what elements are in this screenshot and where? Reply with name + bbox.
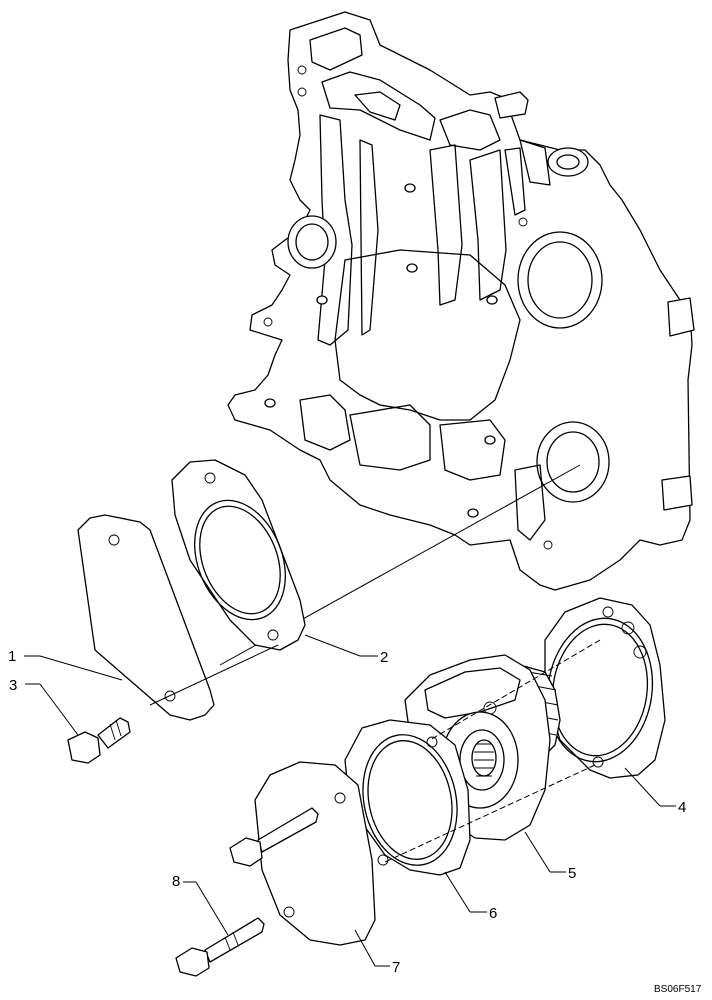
- callout-7: 7: [392, 959, 400, 976]
- gasket-part-2: [171, 459, 306, 651]
- cover-plate-part-7: [254, 761, 376, 946]
- bolt-part-3: [67, 717, 131, 764]
- gasket-part-4: [544, 597, 666, 779]
- callout-leaders: [24, 634, 676, 967]
- bolt-part-8: [175, 917, 265, 977]
- callout-8: 8: [172, 873, 180, 890]
- drawing-reference: BS06F517: [654, 984, 702, 995]
- callout-1: 1: [8, 648, 16, 665]
- callout-2: 2: [380, 649, 388, 666]
- callout-4: 4: [678, 799, 686, 816]
- gear-housing: [227, 11, 695, 591]
- bolt-upper-lower: [229, 807, 319, 867]
- callout-5: 5: [568, 865, 576, 882]
- callout-6: 6: [489, 905, 497, 922]
- cover-plate-part-1: [77, 514, 215, 721]
- gasket-part-6: [344, 719, 471, 876]
- callout-3: 3: [9, 677, 17, 694]
